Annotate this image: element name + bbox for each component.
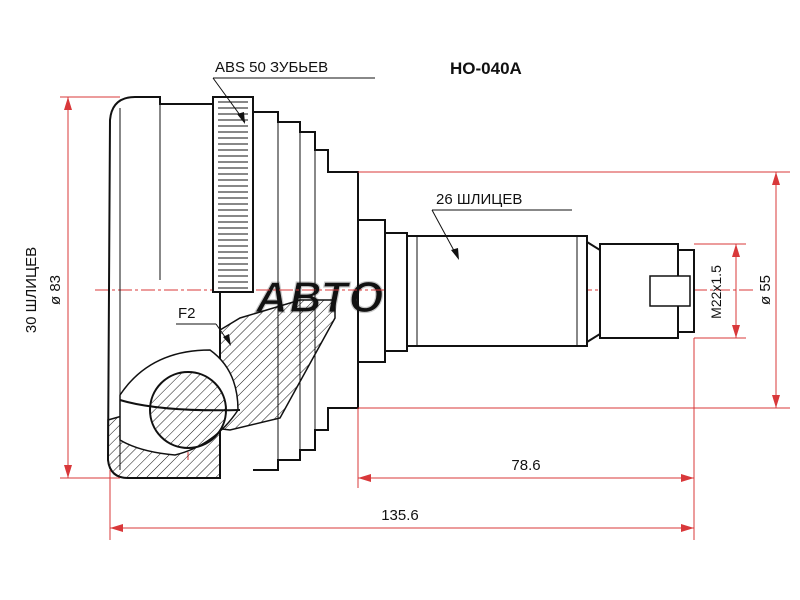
section-mark-label: F2 — [178, 305, 196, 322]
ball — [119, 371, 241, 449]
total-length-label: 135.6 — [381, 507, 419, 524]
abs-teeth-label: ABS 50 ЗУБЬЕВ — [215, 59, 328, 76]
stub-shaft — [358, 219, 695, 363]
leader-f2 — [176, 323, 231, 346]
part-number: HO-040A — [450, 59, 522, 78]
seal-diameter-label: ø 55 — [757, 275, 774, 305]
shaft-length-label: 78.6 — [511, 457, 540, 474]
dimension-seal-diameter — [358, 171, 790, 409]
thread-label: M22x1.5 — [708, 265, 724, 319]
shaft-splines-label: 26 ШЛИЦЕВ — [436, 191, 522, 208]
dimension-shaft-length — [357, 338, 695, 540]
neck-collars — [253, 111, 359, 471]
outer-diameter-label: ø 83 — [47, 275, 64, 305]
dimension-thread — [694, 243, 746, 339]
inner-splines-label: 30 ШЛИЦЕВ — [23, 247, 40, 333]
leader-shaft-splines — [431, 209, 572, 260]
abs-tone-ring — [212, 96, 254, 293]
leader-abs — [212, 77, 375, 124]
dimension-total-length — [109, 470, 694, 540]
